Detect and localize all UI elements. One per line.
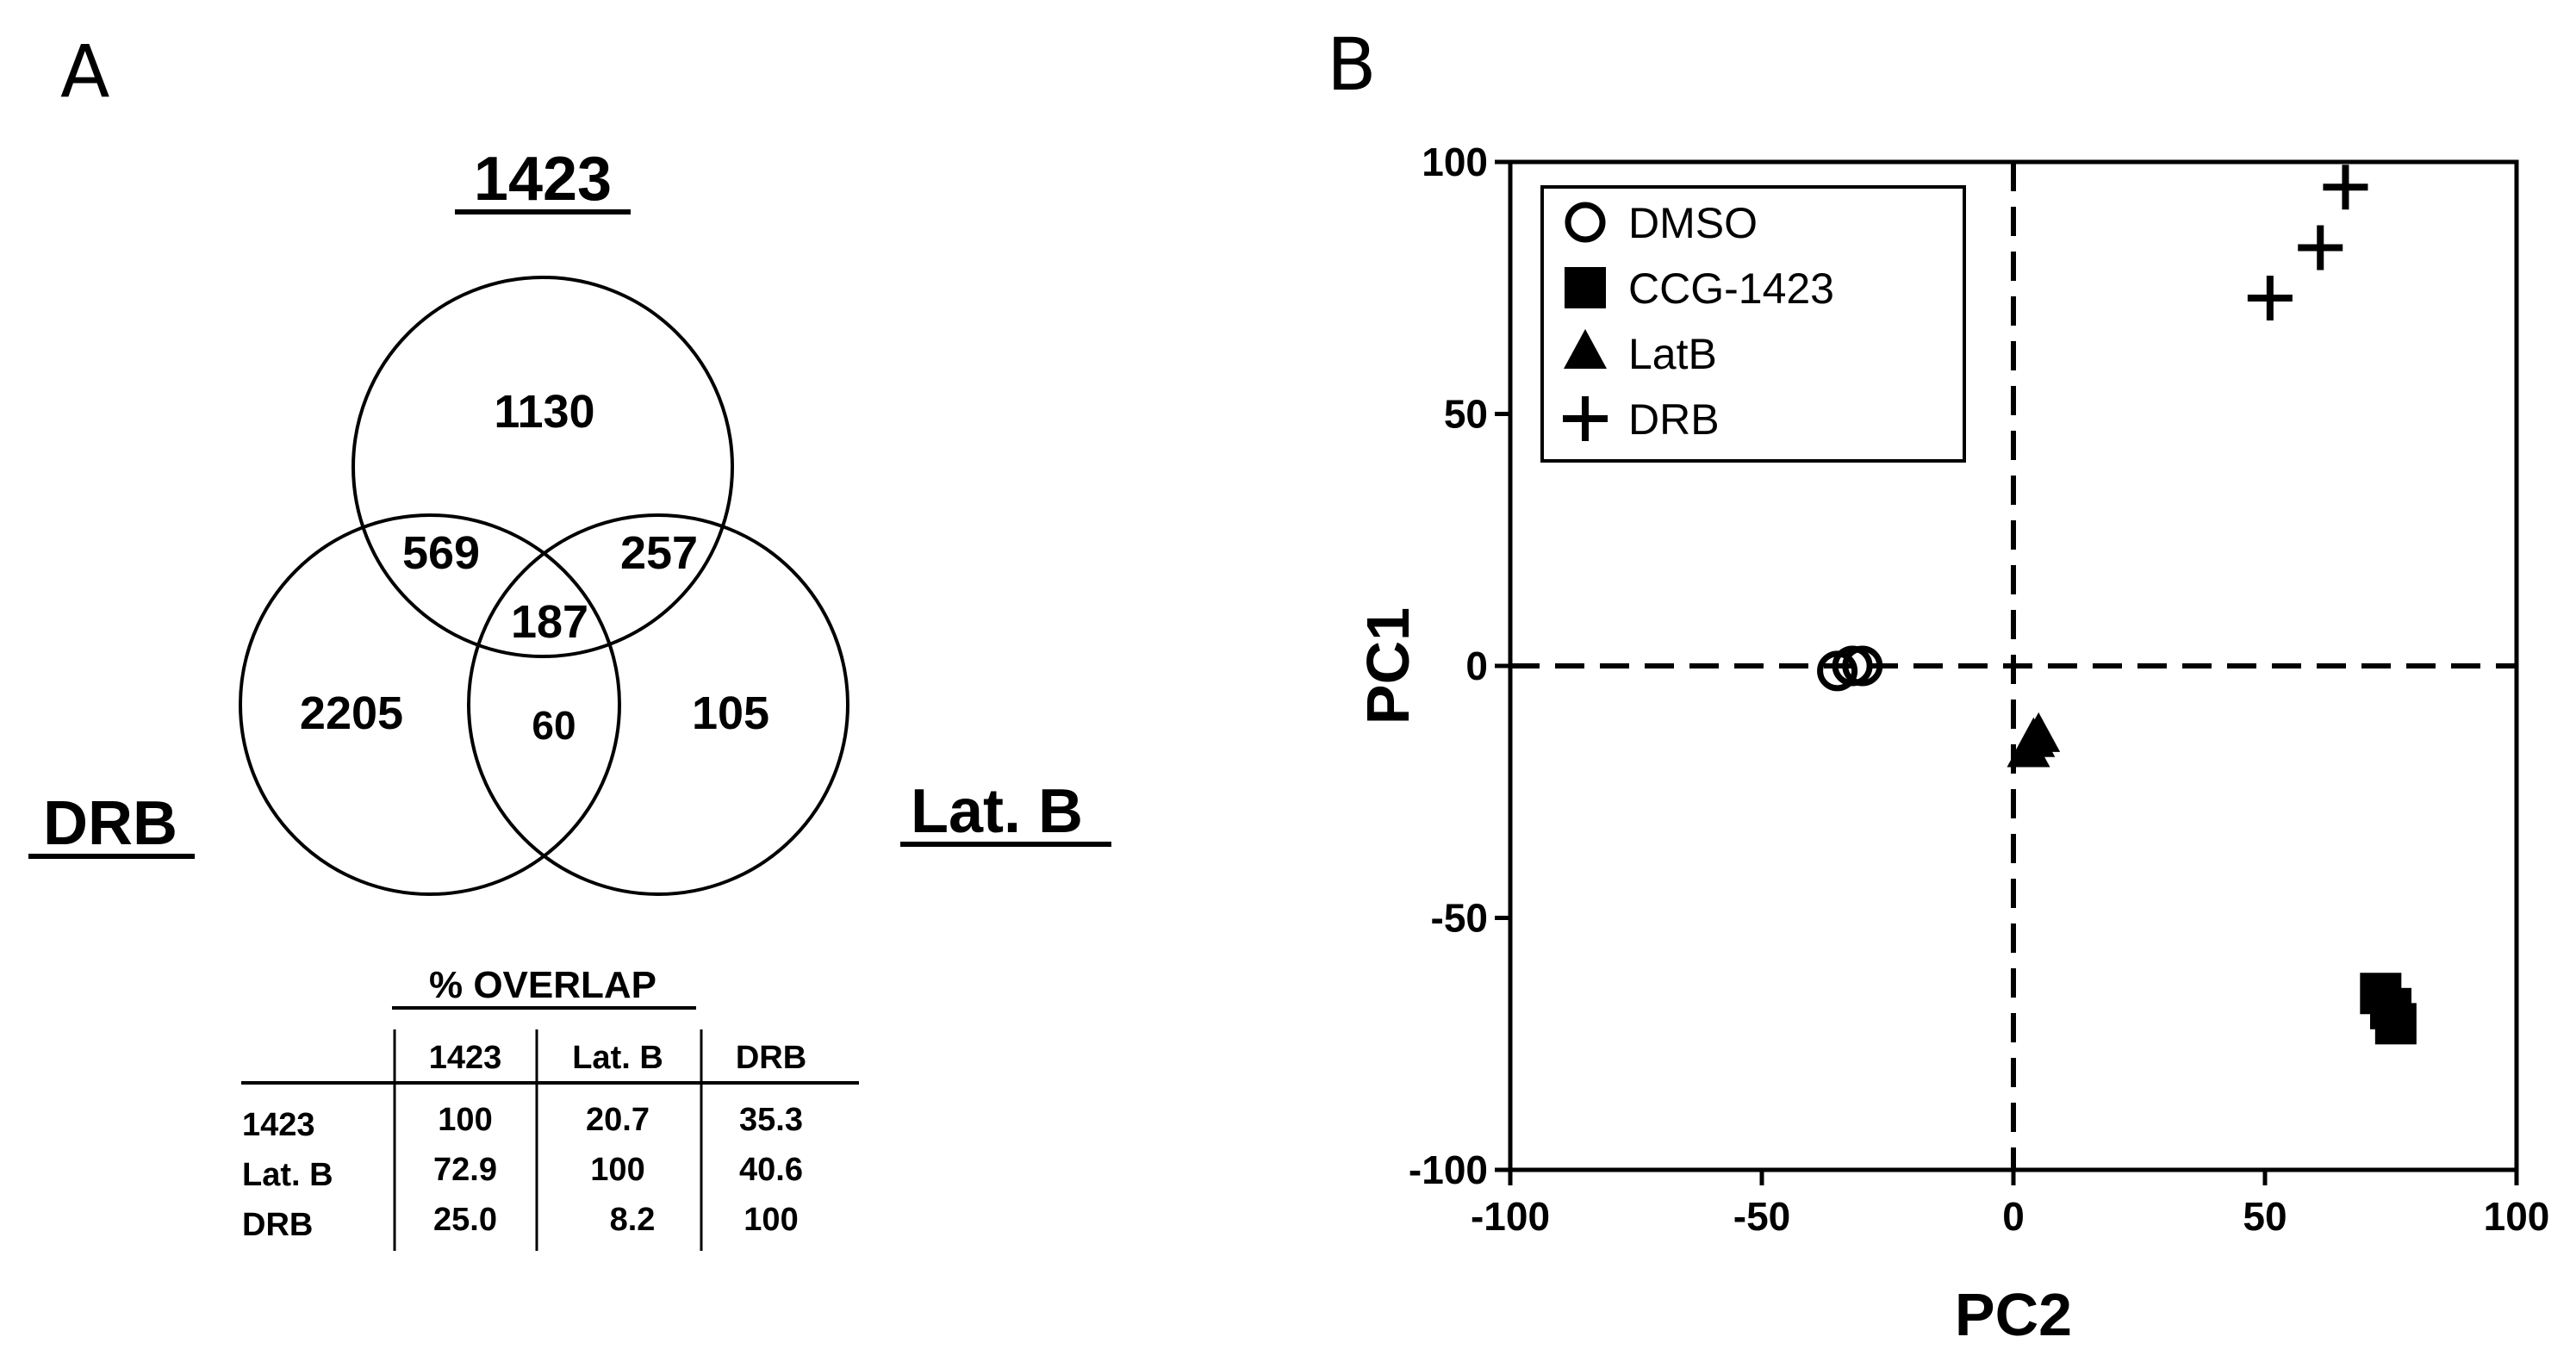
y-tick-label: -50	[1431, 896, 1488, 941]
overlap-table-cell: 72.9	[433, 1152, 497, 1188]
panel-a-letter: A	[60, 29, 109, 114]
venn-circle-drb	[239, 513, 621, 896]
overlap-table-cell: 100	[438, 1102, 492, 1138]
overlap-table-cell: 35.3	[739, 1102, 803, 1138]
overlap-table-row-label: DRB	[242, 1207, 313, 1243]
y-tick-label: -100	[1409, 1147, 1488, 1192]
venn-title-drb: DRB	[43, 789, 177, 858]
overlap-table-cell: 100	[744, 1202, 798, 1238]
data-point-drb	[2247, 275, 2293, 320]
legend-label: DRB	[1628, 395, 1720, 444]
legend-label: DMSO	[1628, 199, 1758, 247]
overlap-table-cell: 25.0	[433, 1202, 497, 1238]
venn-circle-latb	[467, 513, 849, 896]
overlap-table-row-label: Lat. B	[242, 1157, 333, 1193]
x-tick-label: -50	[1733, 1194, 1790, 1239]
venn-count-only-1423: 1130	[494, 386, 594, 438]
legend-marker	[1563, 396, 1608, 441]
y-axis: 100 50 0 -50 -100	[1409, 140, 1510, 1192]
venn-count-all-three: 187	[511, 596, 588, 648]
panel-b-letter: B	[1327, 22, 1377, 107]
venn-count-only-drb: 2205	[300, 687, 403, 739]
y-tick-label: 0	[1465, 644, 1488, 688]
overlap-table-row-label: 1423	[242, 1107, 315, 1143]
venn-count-drb-1423: 569	[402, 527, 480, 579]
legend-marker	[1565, 267, 1606, 308]
overlap-table-cell: 8.2	[610, 1202, 656, 1238]
legend-box	[1540, 185, 1966, 463]
x-tick-label: 0	[2002, 1194, 2025, 1239]
overlap-table: % OVERLAP 1423 Lat. B DRB 1423 100 20.7 …	[241, 964, 859, 1251]
legend-label: LatB	[1628, 330, 1717, 378]
data-point-drb	[2298, 225, 2343, 270]
overlap-table-col-header: Lat. B	[572, 1040, 663, 1076]
data-point-latb	[2017, 712, 2061, 752]
venn-count-drb-latb: 60	[532, 703, 576, 748]
overlap-table-cell: 40.6	[739, 1152, 803, 1188]
data-point-drb	[2323, 165, 2368, 210]
overlap-table-title: % OVERLAP	[429, 964, 656, 1006]
data-point-dmso	[1842, 645, 1883, 687]
overlap-table-col-header: 1423	[429, 1040, 502, 1076]
data-points	[1817, 165, 2417, 1045]
venn-title-latb: Lat. B	[911, 777, 1083, 846]
x-tick-label: 50	[2243, 1194, 2287, 1239]
pca-scatter-chart: -100 -50 0 50 100 100 50 0 -50 -100 PC2 PC1 DMSO…	[1354, 140, 2549, 1348]
x-axis: -100 -50 0 50 100	[1471, 1170, 2549, 1239]
data-point-ccg-1423	[2374, 1003, 2417, 1045]
y-tick-label: 100	[1422, 140, 1488, 184]
overlap-table-cell: 100	[590, 1152, 644, 1188]
y-axis-title: PC1	[1354, 607, 1422, 724]
venn-count-only-latb: 105	[692, 687, 769, 739]
overlap-table-cell: 20.7	[586, 1102, 650, 1138]
overlap-table-col-header: DRB	[736, 1040, 806, 1076]
venn-title-1423: 1423	[474, 145, 612, 214]
legend-marker	[1565, 202, 1606, 243]
x-tick-label: -100	[1471, 1194, 1550, 1239]
x-tick-label: 100	[2484, 1194, 2550, 1239]
y-tick-label: 50	[1444, 392, 1488, 437]
venn-count-1423-latb: 257	[620, 527, 698, 579]
legend-label: CCG-1423	[1628, 264, 1834, 313]
venn-circle-1423	[352, 276, 734, 658]
x-axis-title: PC2	[1955, 1281, 2072, 1348]
legend-marker	[1564, 329, 1607, 369]
